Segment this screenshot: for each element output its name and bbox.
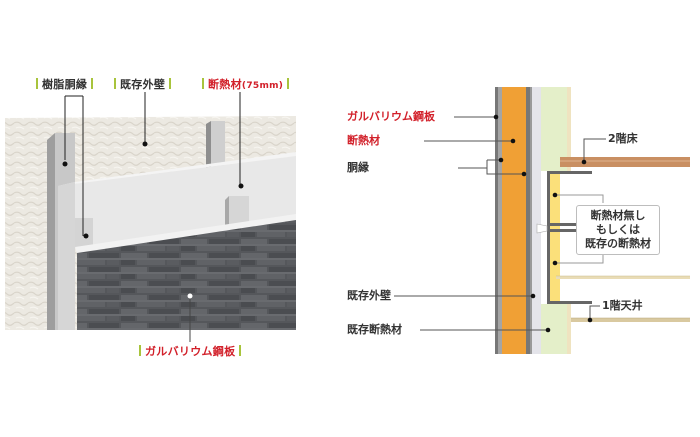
label-insulation-75mm: 断熱材(75mm): [198, 78, 293, 93]
label-existing-exterior-wall: 既存外壁: [347, 289, 391, 302]
section-drawing: [394, 87, 690, 354]
label-second-floor: 2階床: [608, 132, 638, 145]
marker-bar-icon: [239, 345, 242, 356]
label-insulation: 断熱材: [347, 134, 380, 147]
marker-bar-icon: [114, 78, 116, 89]
marker-bar-icon: [202, 78, 204, 89]
wall-rendering: [5, 92, 296, 342]
marker-bar-icon: [287, 78, 290, 89]
marker-bar-icon: [139, 345, 141, 356]
label-existing-exterior-wall: 既存外壁: [110, 78, 175, 92]
label-galvalume-steel-sheet: ガルバリウム鋼板: [347, 110, 435, 123]
marker-bar-icon: [36, 78, 38, 89]
wall-cross-section-diagram: ガルバリウム鋼板 断熱材 胴縁 2階床 断熱材無し もしくは 既存の断熱材 既存…: [330, 0, 700, 437]
marker-bar-icon: [91, 78, 94, 89]
note-line-2: もしくは: [596, 223, 640, 236]
label-first-floor-ceiling: 1階天井: [602, 299, 643, 312]
label-galvalume-steel-sheet: ガルバリウム鋼板: [135, 345, 245, 359]
note-insulation-none-or-existing: 断熱材無し もしくは 既存の断熱材: [576, 205, 660, 255]
label-existing-insulation: 既存断熱材: [347, 323, 402, 336]
exterior-wall-illustration: 樹脂胴縁 既存外壁 断熱材(75mm) ガルバリウム鋼板: [0, 0, 330, 437]
note-line-3: 既存の断熱材: [585, 237, 651, 250]
label-resin-furring: 樹脂胴縁: [32, 78, 97, 92]
note-line-1: 断熱材無し: [590, 209, 646, 222]
marker-bar-icon: [169, 78, 172, 89]
label-furring: 胴縁: [347, 161, 369, 174]
